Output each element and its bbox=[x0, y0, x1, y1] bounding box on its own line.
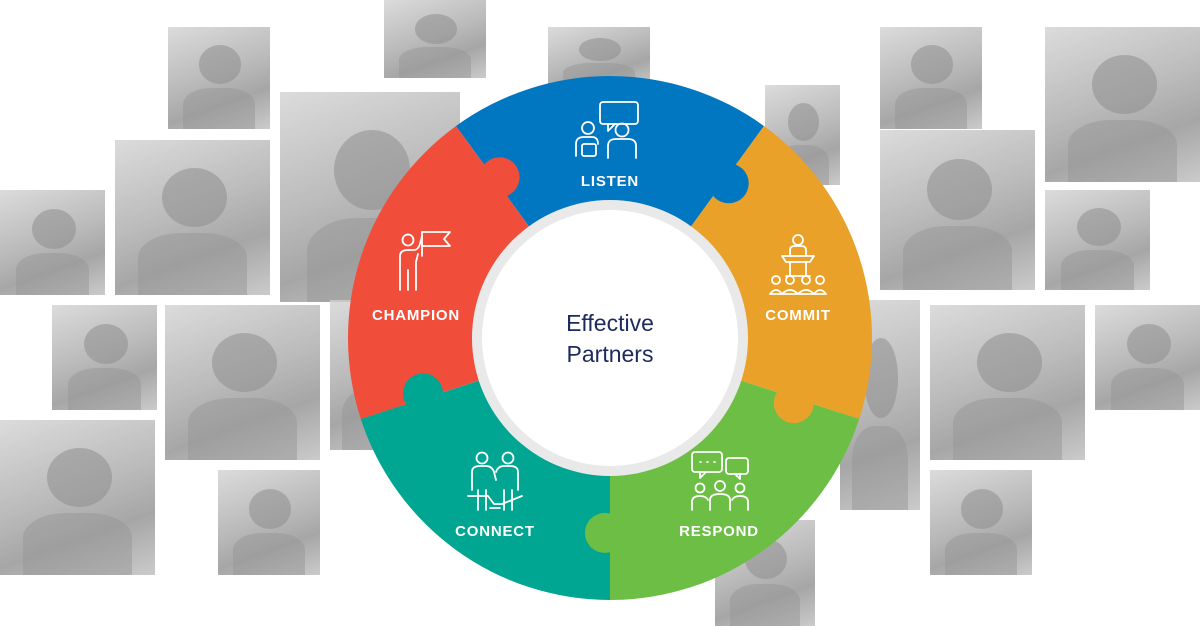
segment-label-respond: RESPOND bbox=[679, 523, 759, 540]
puzzle-tab-connect bbox=[403, 373, 444, 414]
background-photo bbox=[165, 305, 320, 460]
background-photo bbox=[1045, 27, 1200, 182]
background-photo bbox=[880, 27, 982, 129]
segment-label-listen: LISTEN bbox=[581, 173, 639, 190]
background-photo bbox=[218, 470, 320, 575]
puzzle-tab-respond bbox=[584, 512, 625, 553]
background-photo bbox=[52, 305, 157, 410]
wheel-segment-champion bbox=[347, 126, 535, 419]
champion-flag-icon bbox=[399, 231, 451, 291]
puzzle-tab-champion bbox=[479, 157, 520, 198]
listen-conversation-icon bbox=[575, 101, 639, 159]
wheel-segment-connect bbox=[360, 377, 610, 600]
background-photo bbox=[168, 27, 270, 129]
puzzle-tab-listen bbox=[708, 163, 749, 204]
background-photo bbox=[1095, 305, 1200, 410]
puzzle-tab-commit bbox=[773, 383, 814, 424]
center-title-line1: Effective bbox=[566, 310, 654, 336]
connect-handshake-icon bbox=[467, 451, 523, 511]
center-circle bbox=[482, 210, 738, 466]
center-title-line2: Partners bbox=[567, 341, 654, 367]
background-photo bbox=[115, 140, 270, 295]
segment-label-connect: CONNECT bbox=[455, 523, 535, 540]
wheel-segment-listen bbox=[456, 76, 764, 235]
background-photo bbox=[384, 0, 486, 78]
background-photo bbox=[930, 305, 1085, 460]
segment-label-commit: COMMIT bbox=[765, 307, 831, 324]
background-photo bbox=[0, 190, 105, 295]
wheel-segments bbox=[347, 76, 873, 600]
background-photo bbox=[930, 470, 1032, 575]
respond-chat-icon bbox=[691, 451, 749, 511]
segment-label-champion: CHAMPION bbox=[372, 307, 460, 324]
background-photo bbox=[0, 420, 155, 575]
background-photo bbox=[1045, 190, 1150, 290]
podium-commit-icon bbox=[769, 234, 827, 295]
background-photo bbox=[880, 130, 1035, 290]
wheel-segment-respond bbox=[610, 377, 860, 600]
